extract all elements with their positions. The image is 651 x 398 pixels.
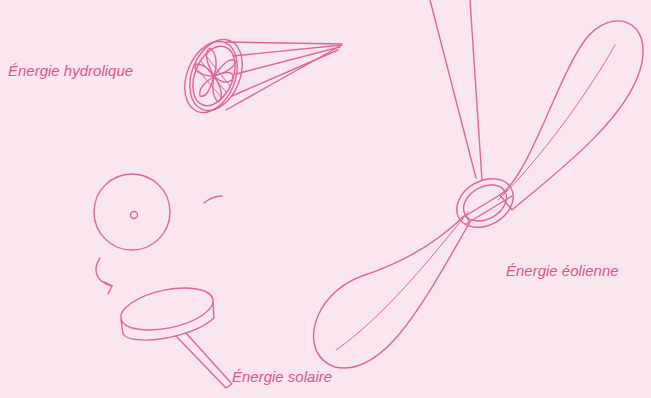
water-turbine: [175, 32, 342, 121]
energy-label: Énergie solaire: [232, 368, 332, 386]
wind-turbine: [314, 0, 644, 368]
solar-sketch: [94, 174, 232, 388]
energy-label: Énergie éolienne: [506, 262, 619, 280]
energy-label: Énergie hydrolique: [8, 62, 133, 80]
